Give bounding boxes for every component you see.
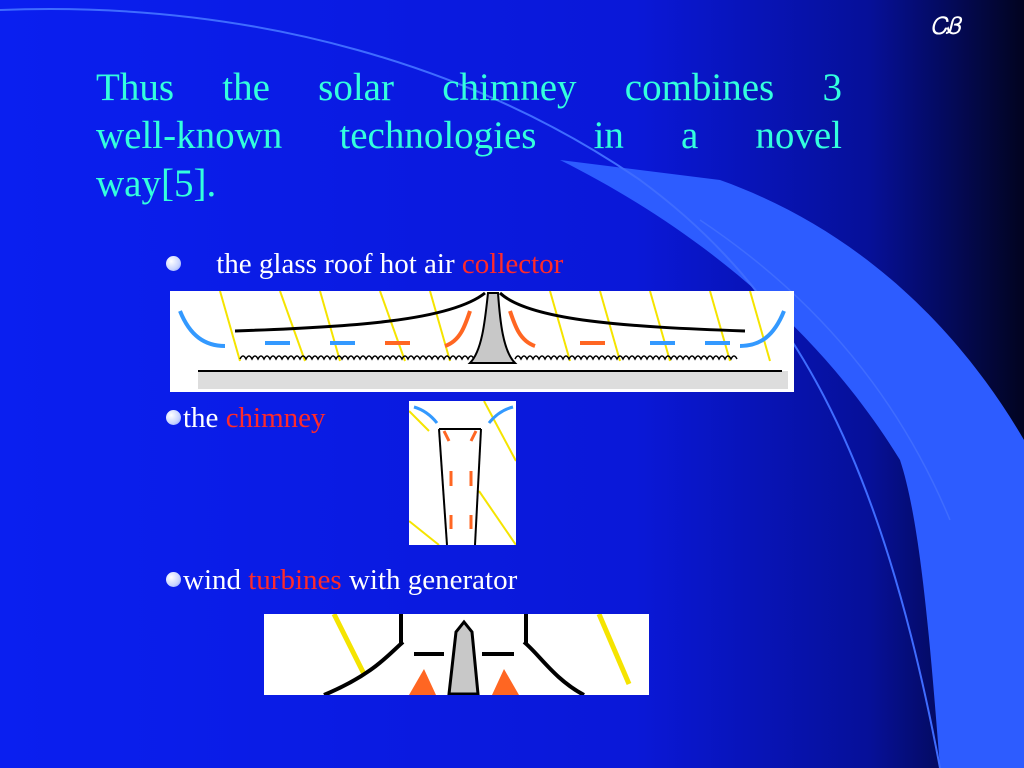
collector-figure — [170, 291, 794, 392]
title-word: combines — [624, 66, 775, 109]
title-word: Thus — [96, 66, 174, 109]
bullet-dot-icon — [166, 255, 181, 271]
title-line-1: Thus the solar chimney combines 3 — [96, 64, 842, 112]
chimney-figure — [409, 401, 516, 545]
bullet-text-after: with generator — [341, 564, 518, 596]
collector-diagram-icon — [178, 291, 788, 389]
title-word: the — [222, 66, 270, 109]
title-word: way[5]. — [96, 162, 217, 205]
ornament-glyph: ᏟᏰ — [930, 14, 961, 40]
bullet-dot-icon — [166, 571, 181, 587]
bullet-highlight: chimney — [225, 402, 326, 434]
title-word: 3 — [822, 66, 842, 109]
title-word: in — [593, 114, 624, 157]
slide-title: Thus the solar chimney combines 3 well-k… — [96, 64, 842, 208]
title-line-3: way[5]. — [96, 160, 842, 208]
bullet-turbines: wind turbines with generator — [166, 564, 517, 597]
title-word: novel — [755, 114, 842, 157]
turbine-figure — [264, 614, 649, 695]
bullet-dot-icon — [166, 409, 181, 425]
bullet-highlight: collector — [461, 248, 564, 280]
bullet-chimney: the chimney — [166, 402, 326, 435]
bullet-text: the — [183, 402, 226, 434]
title-word: a — [680, 114, 699, 157]
chimney-diagram-icon — [409, 401, 516, 545]
title-word: technologies — [339, 114, 537, 157]
title-word: well-known — [96, 114, 283, 157]
turbine-diagram-icon — [323, 614, 632, 695]
title-line-2: well-known technologies in a novel — [96, 112, 842, 160]
title-word: chimney — [442, 66, 577, 109]
bullet-collector: the glass roof hot air collector — [166, 248, 563, 281]
title-word: solar — [318, 66, 394, 109]
bullet-highlight: turbines — [248, 564, 342, 596]
bullet-text: the glass roof hot air — [216, 248, 462, 280]
bullet-text: wind — [183, 564, 249, 596]
